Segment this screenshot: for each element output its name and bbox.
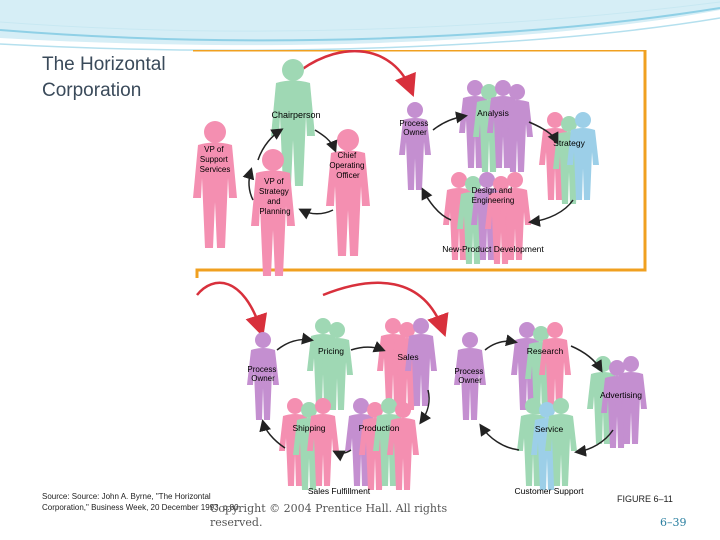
page-number: 6–39 [660, 516, 687, 529]
top-process-owner-figure [399, 102, 431, 190]
header-decoration [0, 0, 720, 51]
slide-title: The Horizontal Corporation [42, 52, 166, 104]
arrow-to-sales [196, 281, 268, 338]
label-analysis: Analysis [477, 108, 509, 118]
arrow-to-customer [322, 281, 449, 338]
source-line1: Source: Source: John A. Byrne, "The Hori… [42, 492, 211, 501]
vp-support-figure [193, 121, 237, 248]
label-production: Production [359, 423, 400, 433]
slide-title-line1: The Horizontal [42, 54, 166, 75]
label-chairperson: Chairperson [271, 110, 320, 120]
arrow-chairperson-to-process [300, 50, 416, 97]
process-frame [193, 50, 647, 292]
figure-label: FIGURE 6–11 [617, 494, 673, 504]
label-advertising: Advertising [600, 390, 642, 400]
label-top-process-owner: Process Owner [399, 119, 430, 137]
horizontal-corporation-diagram: Chairperson VP of Support Services Chief… [193, 50, 653, 500]
slide-title-line2: Corporation [42, 80, 142, 101]
label-customer-support: Customer Support [515, 486, 585, 496]
label-research: Research [527, 346, 564, 356]
label-sales-fulfillment: Sales Fulfillment [308, 486, 371, 496]
label-sales: Sales [397, 352, 418, 362]
source-line2: Corporation," Business Week, 20 December… [42, 503, 239, 512]
label-sales-process-owner: Process Owner [247, 365, 278, 383]
label-service: Service [535, 424, 564, 434]
label-design: Design and Engineering [472, 186, 515, 205]
label-shipping: Shipping [292, 423, 325, 433]
label-new-product-development: New-Product Development [442, 244, 544, 254]
label-strategy: Strategy [553, 138, 585, 148]
production-group [345, 398, 419, 490]
label-customer-process-owner: Process Owner [454, 367, 485, 385]
coo-figure [326, 129, 370, 256]
label-coo: Chief Operating Officer [329, 151, 366, 180]
copyright-notice: Copyright © 2004 Prentice Hall. All righ… [210, 502, 448, 529]
label-vp-support: VP of Support Services [200, 145, 231, 174]
label-vp-strategy: VP of Strategy and Planning [259, 177, 291, 216]
label-pricing: Pricing [318, 346, 344, 356]
analysis-group [459, 80, 533, 172]
strategy-group [539, 112, 599, 204]
source-citation: Source: Source: John A. Byrne, "The Hori… [42, 491, 239, 513]
